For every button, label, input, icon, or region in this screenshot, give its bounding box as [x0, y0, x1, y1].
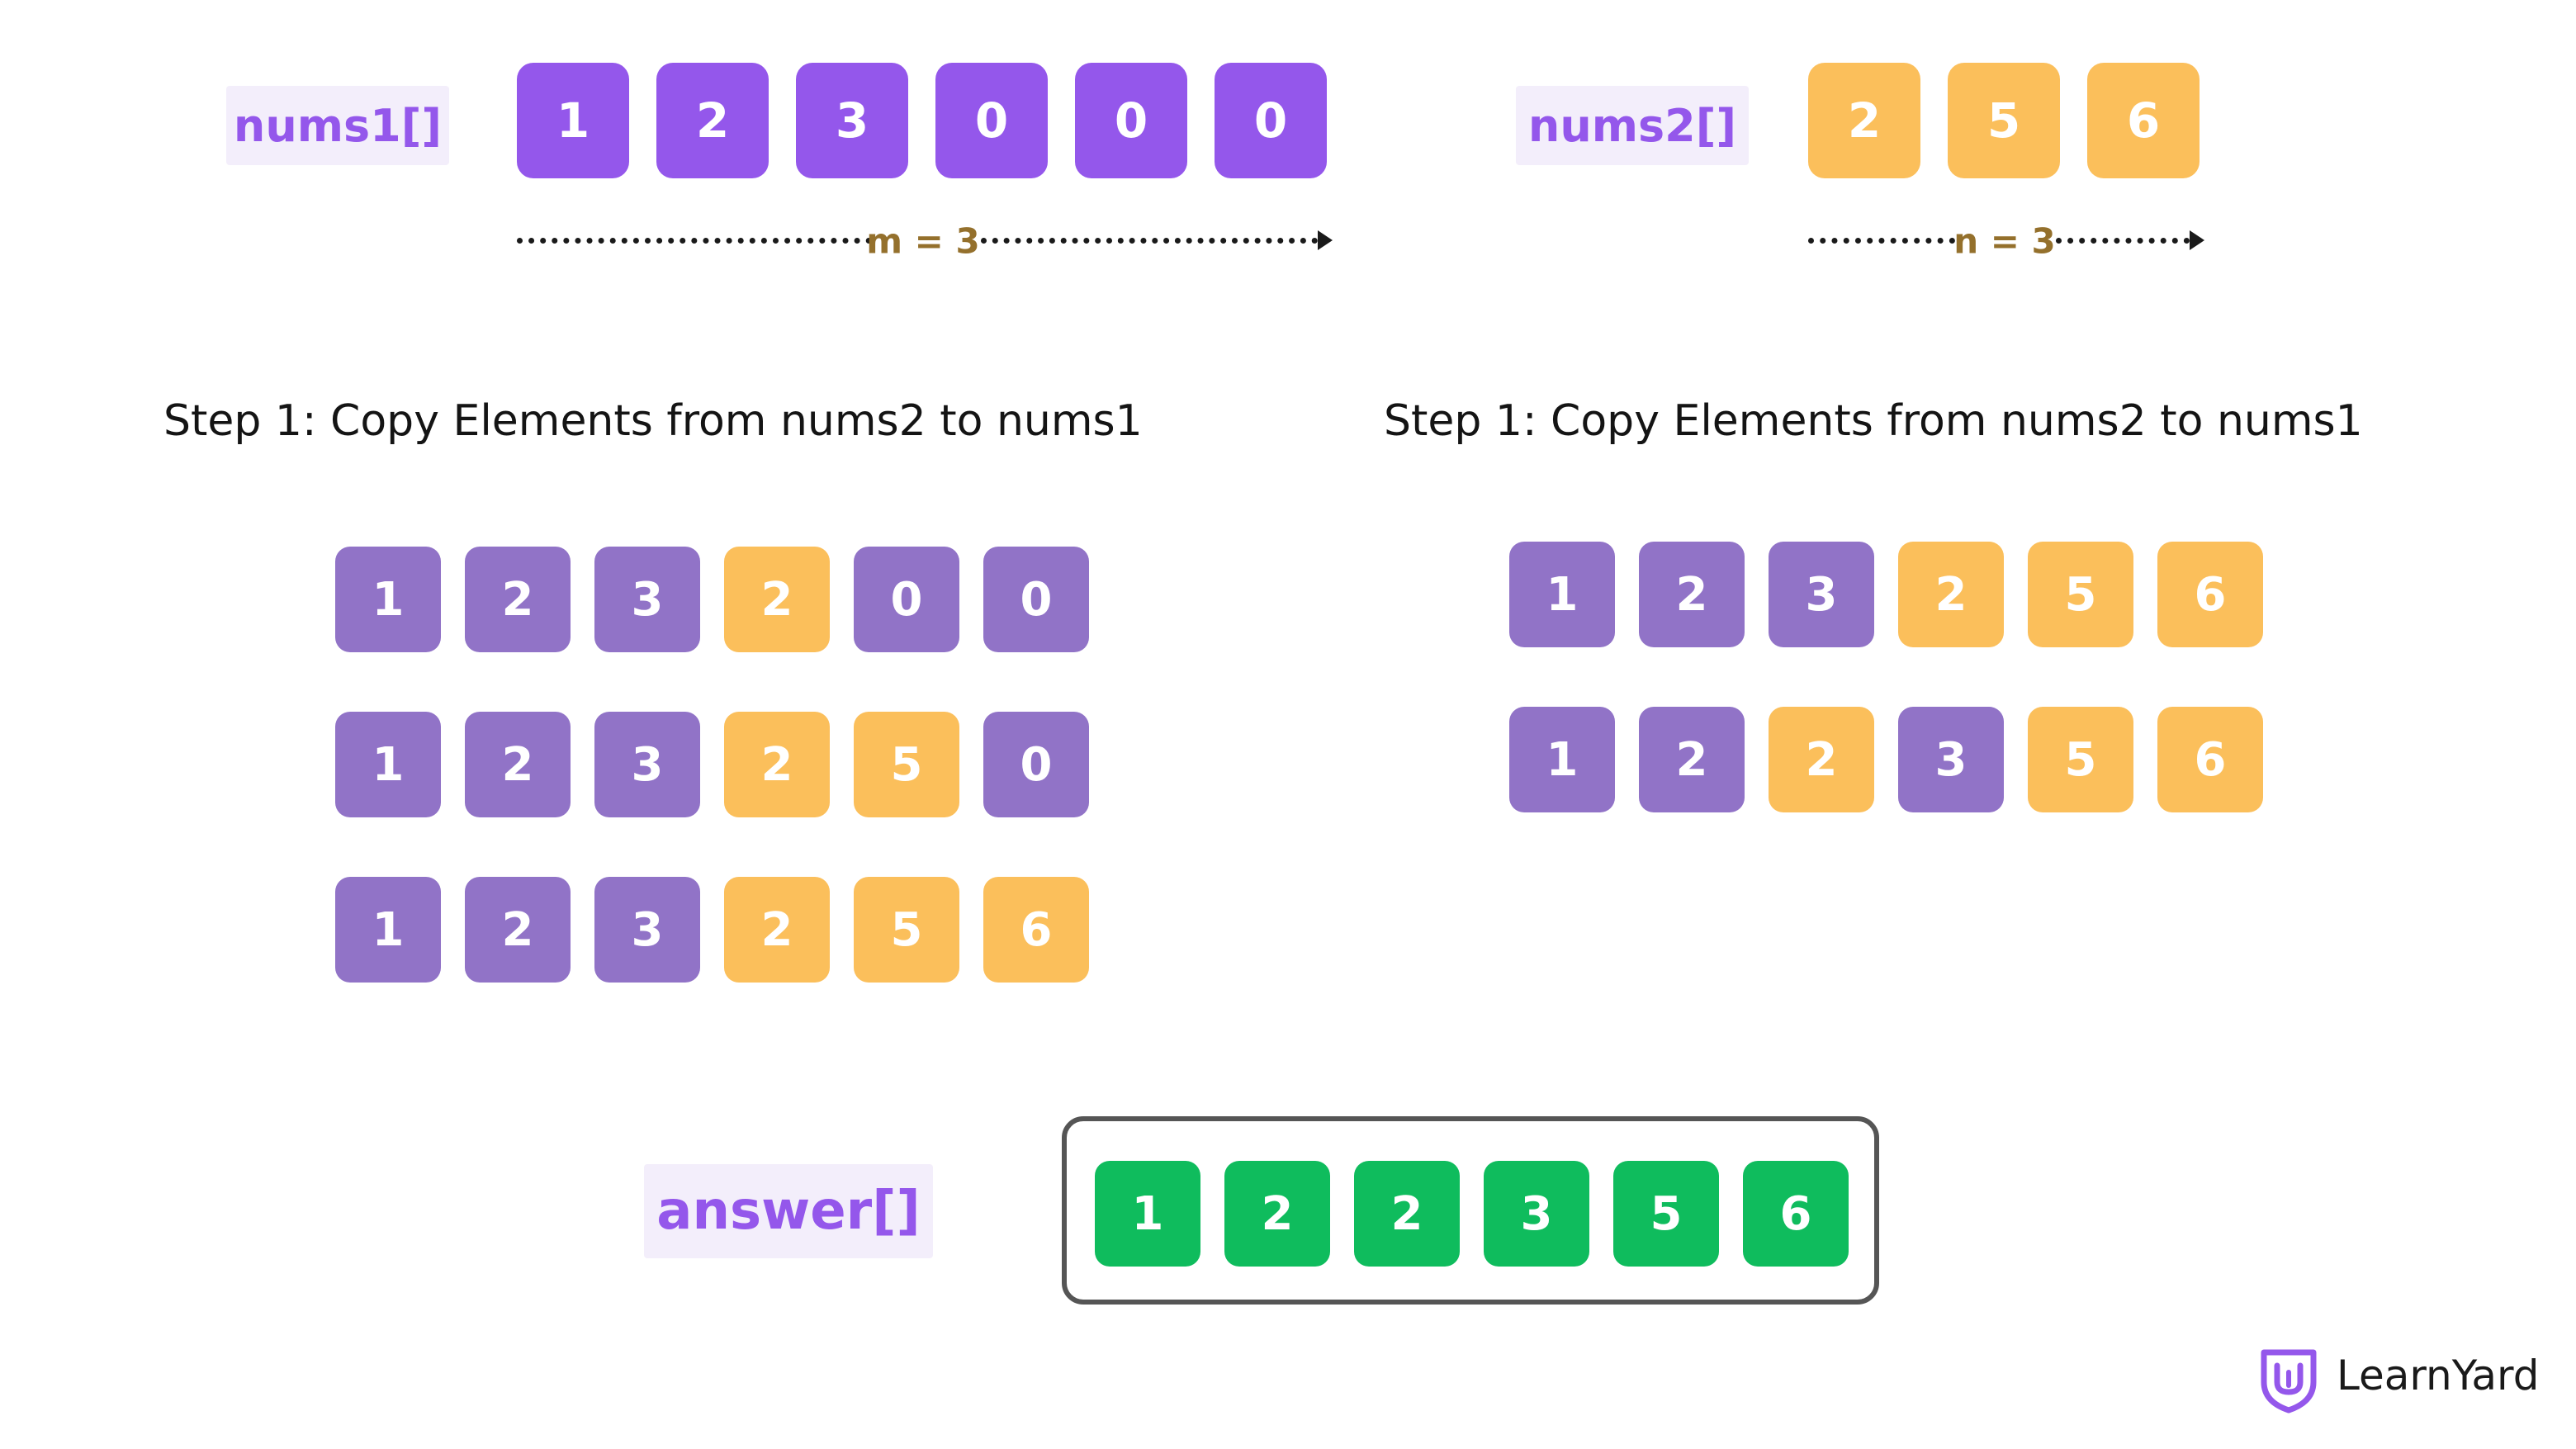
step-right-cell: 2	[1769, 707, 1874, 812]
step-right-cell: 2	[1639, 542, 1745, 647]
nums2-length-arrow-left	[1808, 238, 1955, 244]
step-left-cell: 3	[594, 877, 700, 983]
answer-cell: 2	[1354, 1161, 1460, 1267]
nums2-length-label: n = 3	[1953, 220, 2056, 262]
answer-cell: 1	[1095, 1161, 1200, 1267]
nums1-cell: 1	[517, 63, 629, 178]
answer-box	[1062, 1116, 1879, 1305]
step-right-cell: 3	[1898, 707, 2004, 812]
step-right-title: Step 1: Copy Elements from nums2 to nums…	[1384, 396, 2363, 446]
step-left-cell: 3	[594, 547, 700, 652]
step-right-cell: 5	[2028, 707, 2133, 812]
step-left-cell: 0	[983, 547, 1089, 652]
step-left-cell: 0	[854, 547, 959, 652]
step-right-cell: 5	[2028, 542, 2133, 647]
step-left-cell: 1	[335, 712, 441, 817]
nums2-cell: 2	[1808, 63, 1920, 178]
step-left-cell: 6	[983, 877, 1089, 983]
step-right-cell: 1	[1509, 707, 1615, 812]
step-left-cell: 1	[335, 877, 441, 983]
step-right-cell: 1	[1509, 542, 1615, 647]
step-left-title: Step 1: Copy Elements from nums2 to nums…	[163, 396, 1143, 446]
nums1-cell: 0	[1215, 63, 1327, 178]
step-left-cell: 5	[854, 712, 959, 817]
step-left-cell: 2	[724, 877, 830, 983]
step-left-cell: 2	[724, 712, 830, 817]
nums1-cell: 0	[1075, 63, 1187, 178]
nums1-arrowhead	[1318, 230, 1333, 250]
nums1-cell: 2	[656, 63, 769, 178]
answer-cell: 2	[1224, 1161, 1330, 1267]
nums1-length-label: m = 3	[866, 220, 980, 262]
step-right-cell: 2	[1639, 707, 1745, 812]
nums2-length-arrow-right	[2056, 238, 2190, 244]
step-left-cell: 2	[465, 712, 571, 817]
step-left-cell: 2	[465, 877, 571, 983]
step-left-cell: 2	[724, 547, 830, 652]
nums2-cell: 6	[2087, 63, 2200, 178]
nums1-cell: 0	[935, 63, 1048, 178]
step-left-cell: 2	[465, 547, 571, 652]
step-right-cell: 2	[1898, 542, 2004, 647]
step-left-cell: 0	[983, 712, 1089, 817]
answer-cell: 5	[1613, 1161, 1719, 1267]
step-left-cell: 5	[854, 877, 959, 983]
step-right-cell: 6	[2157, 542, 2263, 647]
nums1-length-arrow-left	[517, 238, 872, 244]
step-right-cell: 3	[1769, 542, 1874, 647]
nums2-label: nums2[]	[1516, 86, 1749, 165]
step-left-cell: 1	[335, 547, 441, 652]
nums2-arrowhead	[2190, 230, 2204, 250]
step-right-cell: 6	[2157, 707, 2263, 812]
logo-text: LearnYard	[2337, 1352, 2540, 1399]
nums1-label: nums1[]	[226, 86, 449, 165]
shield-u-icon	[2261, 1349, 2317, 1413]
nums1-cell: 3	[796, 63, 908, 178]
answer-label: answer[]	[644, 1164, 933, 1258]
nums2-cell: 5	[1948, 63, 2060, 178]
step-left-cell: 3	[594, 712, 700, 817]
answer-cell: 3	[1484, 1161, 1589, 1267]
nums1-length-arrow-right	[981, 238, 1318, 244]
answer-cell: 6	[1743, 1161, 1849, 1267]
